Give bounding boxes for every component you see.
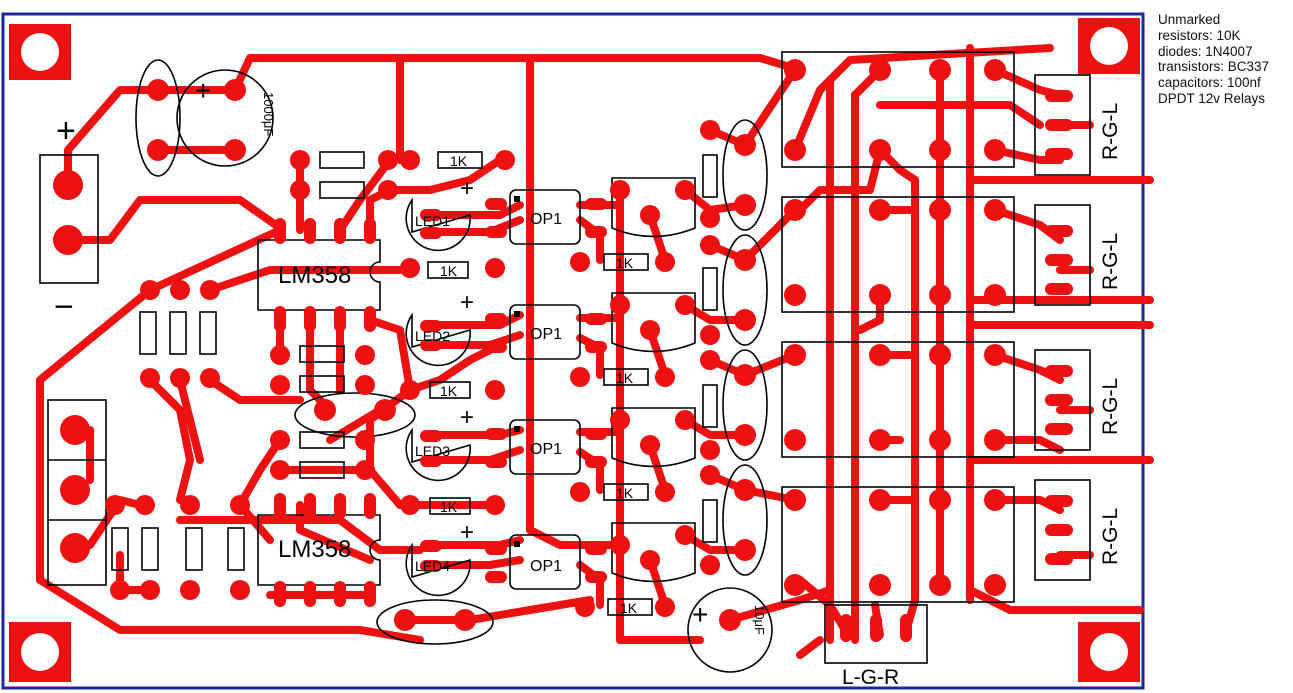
servo3-label: R-G-L [1099, 378, 1122, 435]
led2-plus: + [460, 289, 474, 316]
opto4-label: OP1 [530, 558, 562, 575]
led3-label: LED3 [415, 443, 450, 459]
r1k-label-8: 1K [620, 600, 638, 616]
ic-pins [274, 90, 1073, 642]
cap-small-plus: + [692, 599, 708, 630]
notes-line-2: resistors: 10K [1158, 27, 1241, 43]
opto-pin1-markers [514, 196, 520, 547]
r1k-label-5: 1K [616, 255, 634, 271]
ic1-label: LM358 [278, 262, 351, 289]
led1-label: LED1 [415, 213, 450, 229]
component-notes: Unmarked resistors: 10K diodes: 1N4007 t… [1158, 12, 1292, 107]
input-connector-label: L-G-R [842, 666, 899, 689]
led2-label: LED2 [415, 328, 450, 344]
board-outline [1, 12, 1145, 690]
notes-line-3: diodes: 1N4007 [1158, 43, 1253, 59]
copper-pads [53, 59, 1006, 631]
led4-label: LED4 [415, 558, 450, 574]
led1-plus: + [460, 175, 474, 202]
notes-line-6: DPDT 12v Relays [1158, 90, 1266, 106]
r1k-label-2: 1K [440, 263, 458, 279]
opto1-label: OP1 [530, 211, 562, 228]
notes-line-4: transistors: BC337 [1158, 59, 1270, 75]
cap-plus-label: + [195, 75, 211, 106]
power-plus-label: + [56, 112, 76, 150]
r1k-label-3: 1K [440, 383, 458, 399]
r1k-label-7: 1K [616, 485, 634, 501]
ic2-label: LM358 [278, 536, 351, 563]
notes-line-1: Unmarked [1158, 12, 1221, 27]
servo4-label: R-G-L [1099, 508, 1122, 565]
r1k-label-1: 1K [450, 153, 468, 169]
component-outlines [39, 51, 1091, 673]
servo2-label: R-G-L [1099, 233, 1122, 290]
r1k-label-4: 1K [440, 499, 458, 515]
servo1-label: R-G-L [1099, 103, 1122, 160]
copper-traces [36, 44, 1154, 659]
opto3-label: OP1 [530, 441, 562, 458]
r1k-label-6: 1K [616, 370, 634, 386]
notes-line-5: capacitors: 100nf [1158, 75, 1261, 91]
cap-small-value: 10μF [752, 605, 767, 635]
opto2-label: OP1 [530, 326, 562, 343]
led4-plus: + [460, 519, 474, 546]
cap-main-value: 1000μF [261, 92, 276, 136]
power-minus-label: − [54, 288, 74, 326]
led3-plus: + [460, 404, 474, 431]
